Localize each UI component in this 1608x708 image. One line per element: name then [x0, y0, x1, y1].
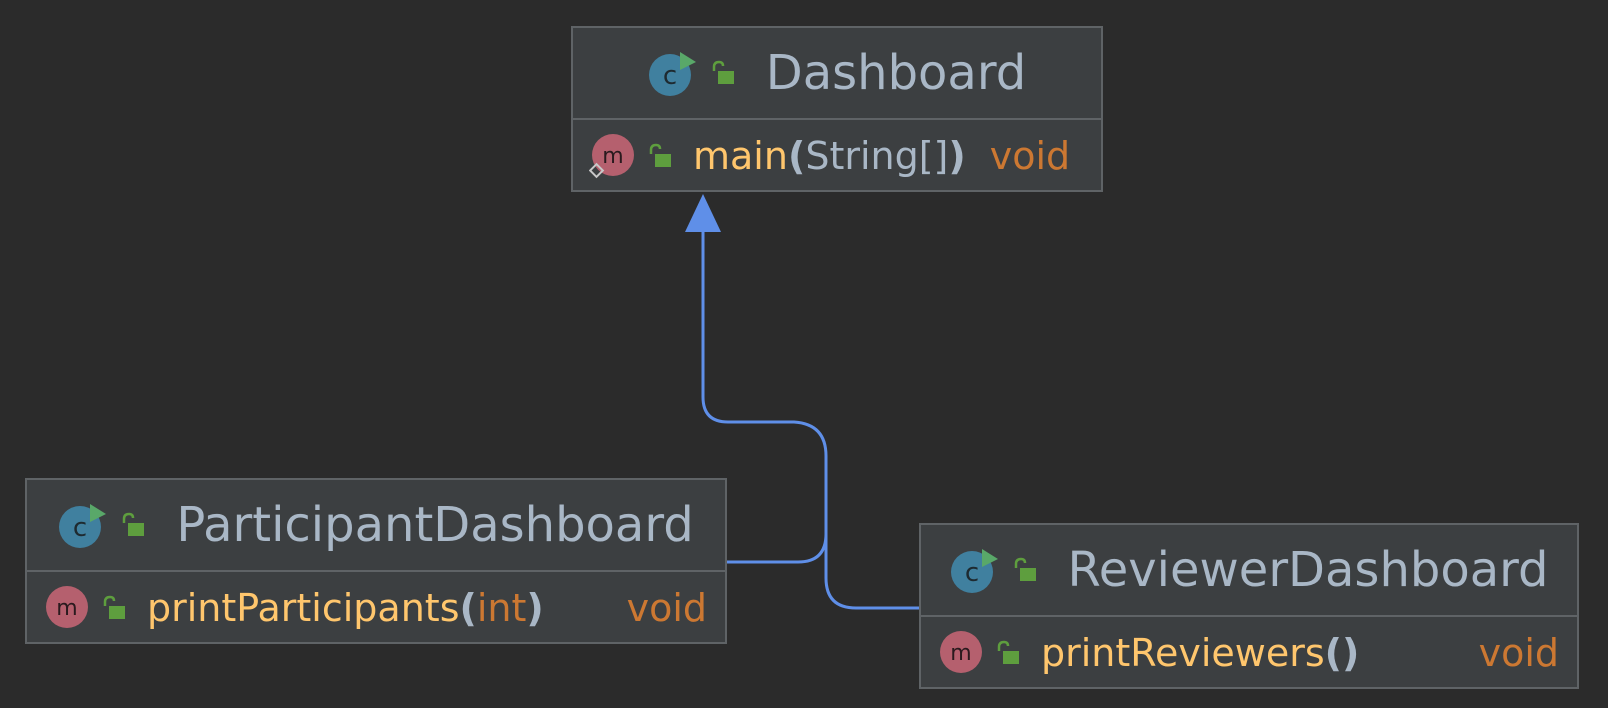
method-m-icon: m — [589, 134, 634, 179]
method-param: String[] — [805, 134, 949, 178]
method-name: main — [693, 134, 788, 178]
class-name: ParticipantDashboard — [176, 497, 694, 553]
method-paren-close: ) — [1342, 631, 1360, 675]
method-paren-open: ( — [459, 586, 477, 630]
class-box-reviewer-dashboard[interactable]: c ReviewerDashboard m printReviewers() v… — [919, 523, 1579, 689]
method-paren-close: ) — [526, 586, 544, 630]
class-name: Dashboard — [765, 45, 1027, 101]
method-return-type: void — [989, 134, 1071, 178]
class-header: c ReviewerDashboard — [921, 525, 1577, 617]
svg-text:m: m — [950, 641, 971, 666]
class-c-icon: c — [950, 549, 998, 593]
svg-text:c: c — [663, 61, 677, 91]
method-name: printReviewers — [1041, 631, 1325, 675]
class-header: c Dashboard — [573, 28, 1101, 120]
class-name: ReviewerDashboard — [1067, 542, 1549, 598]
svg-text:c: c — [964, 558, 978, 588]
method-return-type: void — [1478, 631, 1559, 675]
method-paren-open: ( — [787, 134, 806, 178]
class-box-participant-dashboard[interactable]: c ParticipantDashboard m printParticipan… — [25, 478, 727, 644]
method-paren-close: ) — [948, 134, 966, 178]
method-paren-open: ( — [1324, 631, 1343, 675]
public-lock-icon — [997, 640, 1019, 664]
method-param: int — [476, 586, 527, 630]
class-box-dashboard[interactable]: c Dashboard m main(String[]) void — [571, 26, 1103, 192]
method-row[interactable]: m main(String[]) void — [573, 120, 1101, 192]
method-signature: printParticipants(int) — [147, 586, 544, 630]
method-return-type: void — [626, 586, 707, 630]
method-row[interactable]: m printParticipants(int) void — [27, 572, 725, 644]
public-lock-icon — [103, 595, 125, 619]
class-header: c ParticipantDashboard — [27, 480, 725, 572]
method-signature: printReviewers() — [1041, 631, 1359, 675]
method-m-icon: m — [46, 586, 88, 628]
svg-text:m: m — [602, 144, 623, 169]
public-lock-icon — [123, 512, 145, 536]
public-lock-icon — [649, 143, 671, 167]
method-m-icon: m — [940, 631, 982, 673]
method-name: printParticipants — [147, 586, 460, 630]
svg-text:m: m — [56, 596, 77, 621]
edge-participant-to-dashboard — [701, 228, 828, 564]
class-c-icon: c — [59, 504, 107, 548]
public-lock-icon — [1014, 557, 1036, 581]
public-lock-icon — [712, 60, 734, 84]
inheritance-arrowhead — [685, 194, 721, 232]
svg-text:c: c — [73, 513, 87, 543]
method-row[interactable]: m printReviewers() void — [921, 617, 1577, 689]
edge-reviewer-to-dashboard — [824, 534, 919, 610]
method-signature: main(String[]) — [693, 134, 966, 178]
class-c-icon: c — [648, 52, 696, 96]
